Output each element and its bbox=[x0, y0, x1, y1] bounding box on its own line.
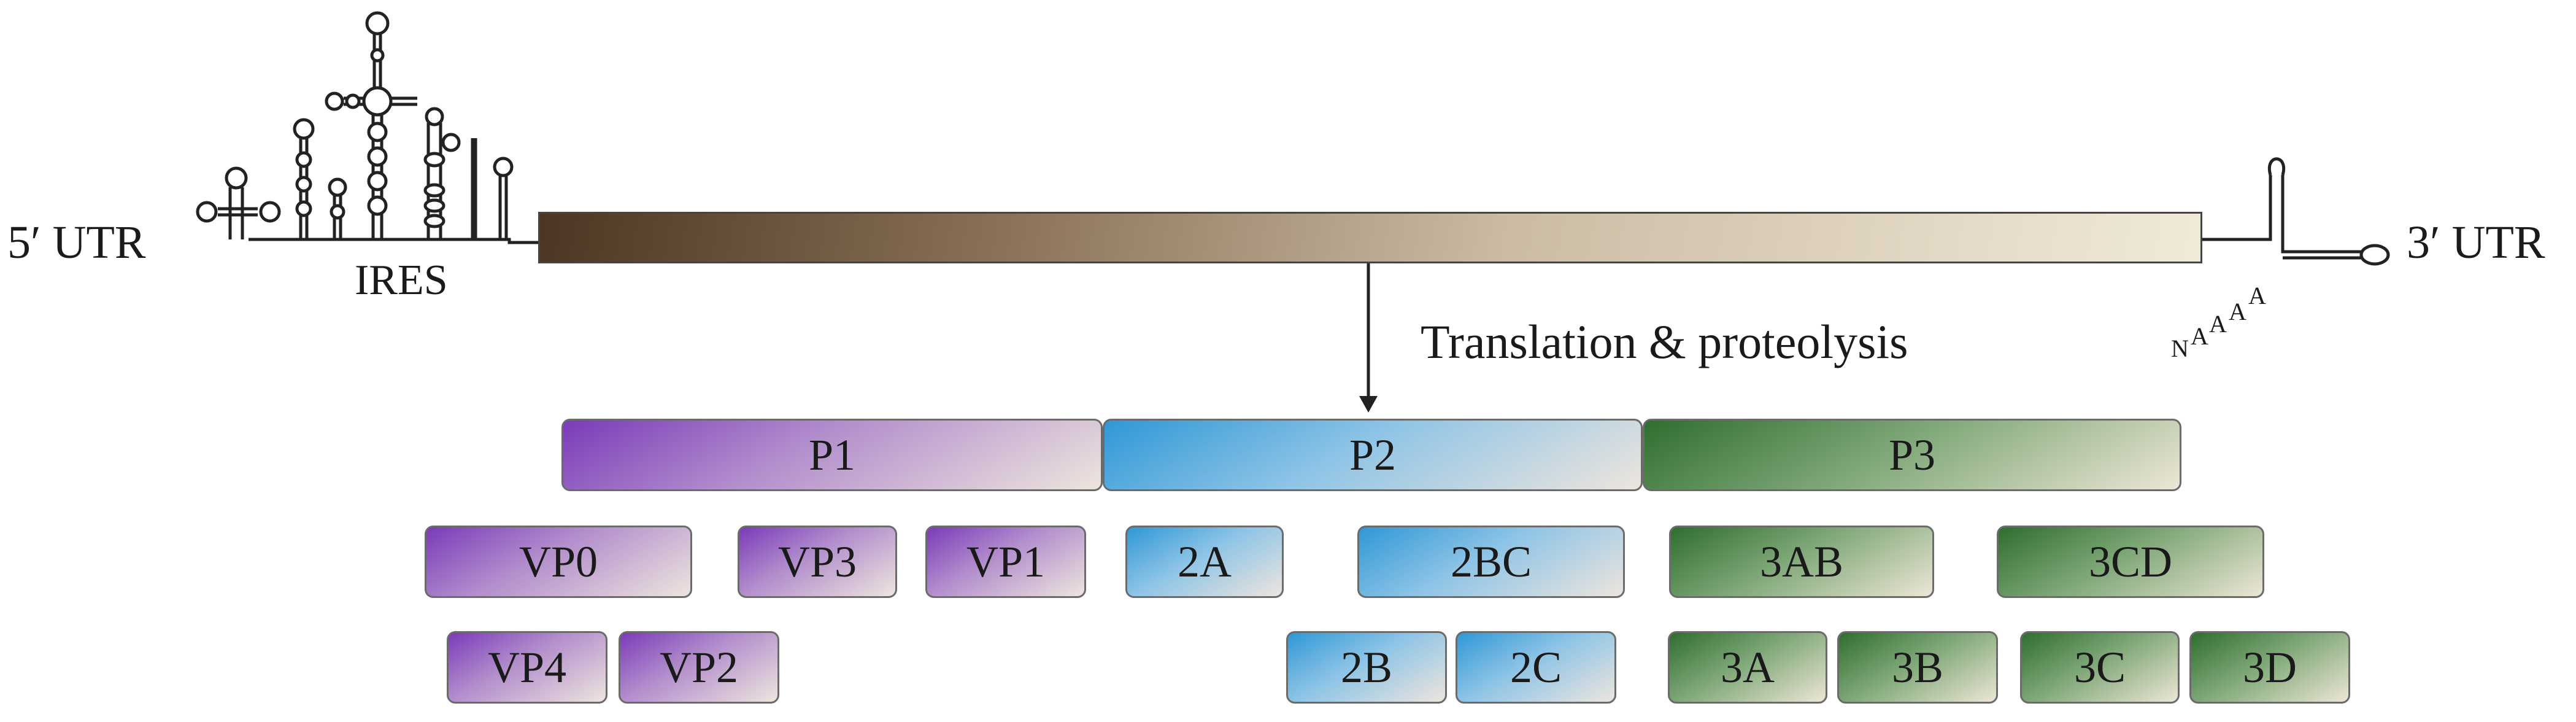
polyprotein-p3: P3 bbox=[1643, 419, 2181, 491]
polyprotein-p2: P2 bbox=[1103, 419, 1643, 491]
ires-hairpin bbox=[498, 175, 508, 239]
protein-3b: 3B bbox=[1837, 631, 1998, 704]
ires-right-arm bbox=[391, 96, 417, 106]
translation-proteolysis-label: Translation & proteolysis bbox=[1421, 315, 1908, 368]
ires-cross-stem bbox=[218, 187, 258, 239]
protein-3ab: 3AB bbox=[1669, 526, 1934, 598]
polya-letter: A bbox=[2248, 282, 2266, 309]
protein-2b: 2B bbox=[1286, 631, 1447, 704]
protein-3d: 3D bbox=[2189, 631, 2350, 704]
polya-letter: A bbox=[2209, 310, 2227, 338]
polya-letter: A bbox=[2191, 322, 2208, 350]
protein-3c: 3C bbox=[2020, 631, 2180, 704]
protein-2a: 2A bbox=[1125, 526, 1284, 598]
polya-letter: A bbox=[2229, 298, 2246, 325]
protein-2bc: 2BC bbox=[1357, 526, 1625, 598]
utr5-baseline bbox=[249, 238, 538, 244]
protein-vp2: VP2 bbox=[619, 631, 779, 704]
utr3-baseline bbox=[2202, 175, 2285, 241]
protein-vp4: VP4 bbox=[447, 631, 607, 704]
utr3-side-stem bbox=[2281, 239, 2362, 260]
protein-3a: 3A bbox=[1668, 631, 1827, 704]
polyprotein-p1: P1 bbox=[561, 419, 1103, 491]
ires-label: IRES bbox=[355, 257, 448, 304]
protein-vp3: VP3 bbox=[738, 526, 897, 598]
genome-orf-bar bbox=[538, 212, 2202, 263]
protein-2c: 2C bbox=[1456, 631, 1616, 704]
protein-vp1: VP1 bbox=[925, 526, 1086, 598]
protein-3cd: 3CD bbox=[1997, 526, 2264, 598]
ires-stem-6 bbox=[471, 138, 477, 239]
polya-letter: N bbox=[2171, 335, 2189, 362]
arrow-head bbox=[1359, 396, 1378, 413]
utr3-hairpin-loop bbox=[2267, 157, 2286, 176]
protein-vp0: VP0 bbox=[425, 526, 692, 598]
utr5-label: 5′ UTR bbox=[7, 217, 146, 268]
utr3-label: 3′ UTR bbox=[2407, 217, 2545, 268]
